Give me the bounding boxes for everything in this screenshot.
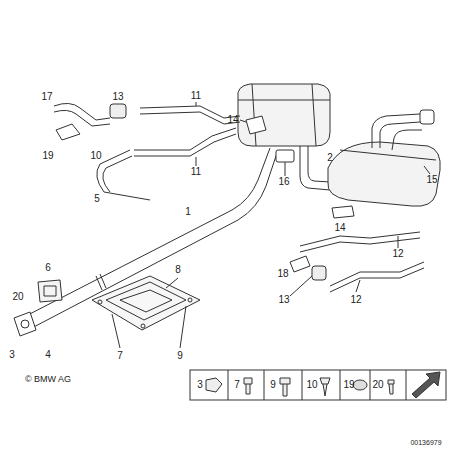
callout-number: 7 <box>234 380 240 390</box>
callout-number: 12 <box>350 295 361 305</box>
callout-number: 13 <box>112 92 123 102</box>
drawing-number: 00136979 <box>410 439 441 446</box>
callout-number: 10 <box>90 151 101 161</box>
callout-number: 2 <box>327 153 333 163</box>
callout-number: 12 <box>392 249 403 259</box>
callout-number: 9 <box>177 351 183 361</box>
callout-number: 9 <box>270 380 276 390</box>
callout-number: 15 <box>426 175 437 185</box>
callout-number: 14 <box>334 223 345 233</box>
callout-number: 1 <box>185 207 191 217</box>
callout-number: 16 <box>278 177 289 187</box>
callout-number: 20 <box>372 380 383 390</box>
callout-number: 10 <box>306 380 317 390</box>
callout-number: 20 <box>12 292 23 302</box>
callout-number: 17 <box>41 92 52 102</box>
callout-number: 3 <box>197 380 203 390</box>
callout-number: 7 <box>117 351 123 361</box>
copyright-note: © BMW AG <box>25 375 71 384</box>
callout-number: 5 <box>94 194 100 204</box>
callout-number: 18 <box>277 269 288 279</box>
callout-number: 14 <box>227 115 238 125</box>
callout-number: 19 <box>343 380 354 390</box>
callout-number: 19 <box>42 151 53 161</box>
callout-number: 11 <box>191 167 201 177</box>
callout-number: 3 <box>9 350 15 360</box>
callout-number: 11 <box>191 91 201 101</box>
callout-number: 6 <box>45 263 51 273</box>
callout-number: 4 <box>45 350 51 360</box>
callout-number: 13 <box>278 295 289 305</box>
callout-number: 8 <box>175 265 181 275</box>
